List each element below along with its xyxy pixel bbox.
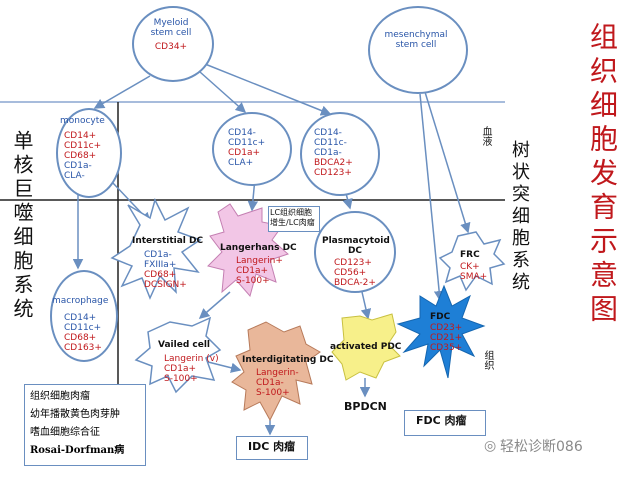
blood-dc2-marker: CD14-: [314, 128, 342, 138]
monocyte-node: [56, 108, 122, 198]
myeloid-name: Myeloid stem cell: [150, 18, 192, 38]
blood-dc2-node: [300, 112, 380, 196]
disease-item: 幼年播散黄色肉芽肿: [30, 409, 120, 420]
blood-dc2-marker: CD1a-: [314, 148, 342, 158]
frc-shape: [438, 231, 506, 292]
monocyte-marker: CD11c+: [64, 141, 102, 151]
plasmacytoid-dc-marker: CD56+: [334, 268, 367, 278]
interdigitating-dc-marker: S-100+: [256, 388, 290, 398]
macrophage-name: macrophage: [52, 296, 109, 306]
interdigitating-dc-marker: Langerin-: [256, 368, 299, 378]
interdigitating-dc-name: Interdigitating DC: [242, 355, 334, 365]
vailed-cell-marker: CD1a+: [164, 364, 196, 374]
myeloid-marker: CD34+: [154, 42, 188, 52]
vailed-cell-name: Vailed cell: [158, 340, 211, 350]
lc-note: LC组织细胞 增生/LC肉瘤: [270, 208, 315, 227]
blood-dc1-marker: CLA+: [228, 158, 254, 168]
interdigitating-dc-shape: [231, 321, 321, 422]
monocyte-marker: CLA-: [64, 171, 85, 181]
watermark-text: 轻松诊断086: [500, 439, 583, 455]
vailed-cell-shape: [134, 316, 222, 394]
vailed-cell-marker: Langerin (v): [164, 354, 219, 364]
disease-list: 组织细胞肉瘤 幼年播散黄色肉芽肿 嗜血细胞综合征 Rosai-Dorfman病: [30, 388, 124, 460]
diagram-title: 组织细胞发育示意图: [586, 22, 619, 328]
disease-list-box: [24, 384, 146, 466]
bpdcn-label: BPDCN: [344, 400, 387, 413]
fdc-shape: [396, 284, 486, 379]
mesenchymal-stem-cell-node: [368, 6, 468, 94]
langerhans-dc-marker: S-100+: [236, 276, 270, 286]
blood-dc2-marker: CD11c-: [314, 138, 347, 148]
wechat-icon: ◎: [484, 438, 497, 454]
lc-note-box: [268, 206, 320, 232]
interstitial-dc-marker: CD1a-: [144, 250, 172, 260]
monocyte-markers: CD14+ CD11c+ CD68+ CD1a- CLA-: [64, 131, 101, 181]
monocyte-name: monocyte: [60, 116, 105, 126]
fdc-sarcoma-label: FDC 肉瘤: [416, 414, 467, 427]
idc-sarcoma-label: IDC 肉瘤: [248, 440, 296, 453]
fdc-sarcoma-box: [404, 410, 486, 436]
blood-dc1-marker: CD1a+: [228, 148, 260, 158]
blood-dc2-marker: BDCA2+: [314, 158, 353, 168]
blood-dc1-markers: CD14- CD11c+ CD1a+ CLA+: [228, 128, 265, 168]
right-system-label: 树状突细胞系统: [509, 140, 530, 294]
langerhans-dc-marker: CD1a+: [236, 266, 268, 276]
monocyte-marker: CD68+: [64, 151, 97, 161]
monocyte-marker: CD14+: [64, 131, 97, 141]
blood-dc1-marker: CD11c+: [228, 138, 266, 148]
macrophage-markers: CD14+ CD11c+ CD68+ CD163+: [64, 313, 102, 353]
blood-dc2-markers: CD14- CD11c- CD1a- BDCA2+ CD123+: [314, 128, 353, 178]
interdigitating-dc-markers: Langerin- CD1a- S-100+: [256, 368, 299, 398]
interstitial-dc-marker: CD68+: [144, 270, 177, 280]
macrophage-marker: CD14+: [64, 313, 97, 323]
interstitial-dc-name: Interstitial DC: [132, 236, 204, 246]
macrophage-marker: CD68+: [64, 333, 97, 343]
fdc-marker: CD21+: [430, 333, 463, 343]
macrophage-marker: CD163+: [64, 343, 102, 353]
vailed-cell-markers: Langerin (v) CD1a+ S-100+: [164, 354, 219, 384]
left-system-label: 单核巨噬细胞系统: [10, 130, 34, 322]
myeloid-stem-cell-node: [132, 6, 214, 82]
macrophage-marker: CD11c+: [64, 323, 102, 333]
disease-item: 组织细胞肉瘤: [30, 391, 90, 402]
activated-pdc-shape: [331, 313, 401, 381]
frc-name: FRC: [460, 250, 480, 260]
macrophage-node: [50, 270, 118, 362]
interstitial-dc-markers: CD1a- FXIIIa+ CD68+ DCSIGN+: [144, 250, 187, 290]
interdigitating-dc-marker: CD1a-: [256, 378, 284, 388]
blood-dc1-marker: CD14-: [228, 128, 256, 138]
blood-dc1-node: [212, 112, 292, 186]
mesenchymal-name: mesenchymal stem cell: [384, 30, 448, 50]
disease-item: Rosai-Dorfman病: [30, 445, 125, 456]
disease-item: 嗜血细胞综合征: [30, 427, 100, 438]
plasmacytoid-dc-name: Plasmacytoid DC: [322, 236, 390, 256]
plasmacytoid-dc-shape: [314, 211, 396, 293]
tissue-label: 组织: [482, 350, 493, 370]
plasmacytoid-dc-markers: CD123+ CD56+ BDCA-2+: [334, 258, 376, 288]
interstitial-dc-shape: [110, 197, 202, 300]
langerhans-dc-marker: Langerin+: [236, 256, 283, 266]
activated-pdc-name: activated PDC: [330, 342, 402, 352]
fdc-marker: CD23+: [430, 323, 463, 333]
frc-markers: CK+ SMA+: [460, 262, 487, 282]
plasmacytoid-dc-marker: CD123+: [334, 258, 372, 268]
langerhans-dc-name: Langerhans DC: [220, 243, 297, 253]
interstitial-dc-marker: DCSIGN+: [144, 280, 187, 290]
plasmacytoid-dc-marker: BDCA-2+: [334, 278, 376, 288]
monocyte-marker: CD1a-: [64, 161, 92, 171]
fdc-markers: CD23+ CD21+ CD35+: [430, 323, 462, 353]
frc-marker: CK+: [460, 262, 480, 272]
interstitial-dc-marker: FXIIIa+: [144, 260, 177, 270]
vailed-cell-marker: S-100+: [164, 374, 198, 384]
blood-label: 血液: [480, 126, 491, 146]
frc-marker: SMA+: [460, 272, 488, 282]
fdc-marker: CD35+: [430, 343, 463, 353]
fdc-name: FDC: [430, 312, 451, 322]
idc-sarcoma-box: [236, 436, 308, 460]
blood-dc2-marker: CD123+: [314, 168, 352, 178]
langerhans-dc-markers: Langerin+ CD1a+ S-100+: [236, 256, 283, 286]
